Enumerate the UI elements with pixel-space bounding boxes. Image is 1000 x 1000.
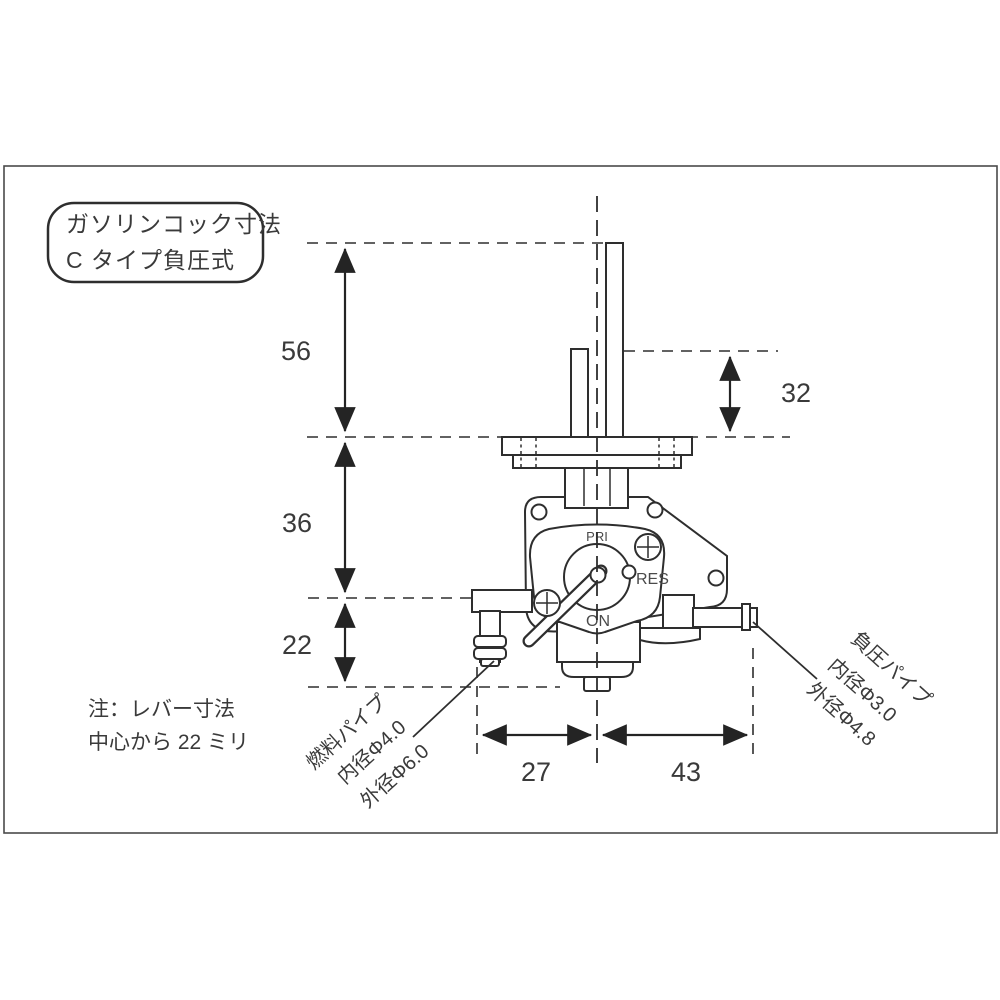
- short-stem-pipe: [570, 348, 589, 438]
- dim-value-stem-height: 56: [281, 336, 311, 366]
- vacuum-fitting-pipe: [692, 607, 744, 628]
- vacuum-fitting-collar: [741, 603, 751, 631]
- screw-top-right: [634, 533, 662, 561]
- dim-value-pipe-height: 32: [781, 378, 811, 408]
- title-line-1: ガソリンコック寸法: [66, 211, 282, 237]
- dim-value-body-height: 36: [282, 508, 312, 538]
- lever-pivot: [589, 566, 607, 584]
- dim-value-vacuum-offset: 43: [671, 757, 701, 787]
- dim-value-fuel-offset: 27: [521, 757, 551, 787]
- fuel-pipe-barb-ring-1: [473, 635, 507, 648]
- dial-notch: [621, 564, 637, 580]
- fuel-pipe-barb-ring-2: [473, 647, 507, 660]
- plate-hole-top-right: [646, 501, 664, 519]
- title-box: [46, 201, 265, 284]
- selector-lever-fill: [524, 566, 606, 646]
- leader-vacuum-pipe: [752, 621, 818, 680]
- tall-stem-pipe: [605, 242, 624, 438]
- dial-mark-on: ON: [586, 613, 610, 630]
- vacuum-fitting-block: [662, 594, 695, 631]
- fuel-pipe-tip: [480, 658, 500, 667]
- fuel-outlet-arm: [471, 589, 533, 613]
- plate-hole-top-left: [530, 503, 548, 521]
- leader-fuel-pipe: [412, 660, 495, 738]
- note-line-1: 注：レバー寸法: [88, 698, 235, 721]
- vacuum-fitting-tip: [749, 607, 758, 628]
- screw-bottom-left: [533, 589, 561, 617]
- note-line-2: 中心から 22 ミリ: [88, 731, 249, 754]
- title-line-2: C タイプ負圧式: [66, 247, 235, 273]
- plate-hole-right: [707, 569, 725, 587]
- body-lower-right-casting: [639, 627, 701, 645]
- dial-mark-res: RES: [636, 571, 669, 588]
- dim-value-lever-drop: 22: [282, 630, 312, 660]
- body-bowl: [561, 661, 634, 678]
